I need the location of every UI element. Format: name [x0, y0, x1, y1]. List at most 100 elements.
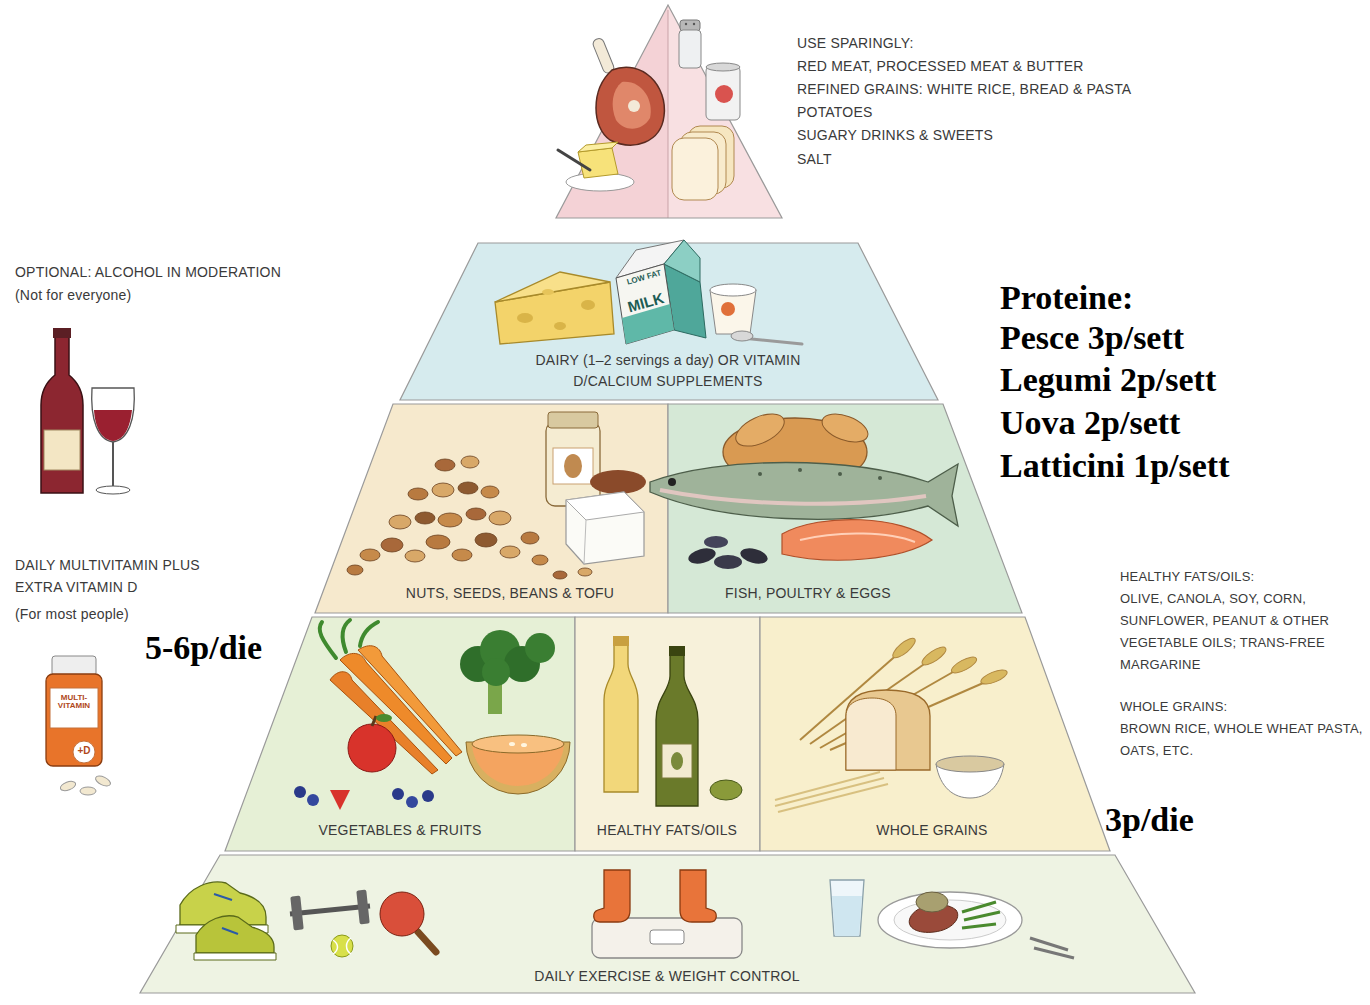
sneakers	[196, 916, 274, 953]
oil-bottles	[671, 752, 683, 770]
band-outline	[668, 404, 1022, 613]
feet-on-scale	[592, 918, 742, 958]
milk-carton	[616, 264, 674, 344]
bread-slices	[672, 126, 734, 200]
nut-pile	[435, 459, 455, 471]
apple	[348, 724, 396, 772]
band-outline	[140, 855, 1195, 993]
berries	[406, 796, 418, 808]
serving-annotation: Latticini 1p/sett	[1000, 446, 1229, 486]
label-holder: MULTI-VITAMIN	[51, 694, 97, 711]
side-note-heading: WHOLE GRAINS:	[1120, 696, 1227, 718]
nut-pile	[452, 549, 472, 561]
water-glass	[832, 896, 862, 936]
band-outline	[760, 617, 1110, 851]
tofu	[566, 492, 644, 564]
label-holder: HEALTHY FATS/OILS:	[1120, 566, 1254, 588]
cheese	[542, 289, 554, 295]
butter	[558, 150, 590, 170]
bread-loaf	[846, 690, 930, 770]
top-triangle	[556, 5, 782, 218]
top-triangle	[668, 10, 669, 218]
wine-bottle	[41, 328, 83, 493]
package-text: MULTI-VITAMIN	[51, 694, 97, 711]
nut-pile	[481, 486, 499, 498]
seed-powder	[590, 470, 646, 494]
ham	[592, 37, 616, 74]
wine-bottle	[53, 328, 71, 338]
salmon-steaks	[800, 533, 915, 542]
vitamin-bottle	[52, 656, 96, 676]
ham	[596, 67, 664, 145]
nut-pile	[532, 555, 548, 565]
label-holder: REFINED GRAINS: WHITE RICE, BREAD & PAST…	[797, 78, 1131, 100]
tennis-ball	[333, 938, 351, 954]
berries	[307, 794, 319, 806]
side-note: OLIVE, CANOLA, SOY, CORN, SUNFLOWER, PEA…	[1120, 588, 1364, 676]
wine-glass	[92, 388, 135, 442]
nut-pile	[475, 533, 497, 547]
vitamin-bottle	[80, 787, 96, 795]
soda-can	[706, 66, 740, 120]
group-label: DAIRY (1–2 servings a day) OR VITAMIN D/…	[503, 350, 833, 392]
seed-powder	[590, 470, 646, 494]
label-holder: Proteine:	[1000, 278, 1133, 318]
nut-pile	[500, 546, 520, 558]
vegetables-cell: VEGETABLES & FRUITS	[225, 617, 575, 851]
dinner-plate	[962, 924, 996, 928]
band-outline	[575, 617, 760, 851]
label-holder: OLIVE, CANOLA, SOY, CORN, SUNFLOWER, PEA…	[1120, 588, 1364, 676]
dinner-plate	[878, 892, 1022, 948]
usage-note-item: POTATOES	[797, 101, 873, 123]
label-holder: WHOLE GRAINS:	[1120, 696, 1227, 718]
serving-annotation: Proteine:	[1000, 278, 1133, 318]
label-holder: RED MEAT, PROCESSED MEAT & BUTTER	[797, 55, 1084, 77]
vitamin-bottle	[94, 774, 112, 788]
dairy-band: DAIRY (1–2 servings a day) OR VITAMIN D/…	[400, 243, 938, 400]
wine-glass	[94, 410, 132, 441]
sneakers	[222, 928, 238, 934]
serving-annotation: Uova 2p/sett	[1000, 403, 1180, 443]
label-holder: Latticini 1p/sett	[1000, 446, 1229, 486]
nut-pile	[489, 511, 511, 525]
grains-cell: WHOLE GRAINS	[760, 617, 1110, 851]
group-label: FISH, POULTRY & EGGS	[678, 583, 938, 604]
soda-can	[706, 63, 740, 71]
usage-note-heading: USE SPARINGLY:	[797, 32, 914, 54]
vitamin-bottle	[50, 688, 98, 728]
oil-bottles	[669, 646, 685, 656]
side-note: (For most people)	[15, 603, 129, 625]
fish	[878, 476, 882, 480]
butter	[578, 142, 618, 152]
group-label: HEALTHY FATS/OILS	[580, 820, 755, 841]
wine-bottle	[41, 335, 83, 493]
grain-bowl	[936, 756, 1004, 772]
label-holder: Legumi 2p/sett	[1000, 360, 1216, 400]
serving-annotation: 5-6p/die	[145, 628, 262, 668]
fish	[798, 468, 802, 472]
label-holder: USE SPARINGLY:	[797, 32, 914, 54]
side-note: DAILY MULTIVITAMIN PLUS EXTRA VITAMIN D	[15, 554, 215, 598]
oil-bottles	[662, 744, 692, 778]
usage-note-item: SUGARY DRINKS & SWEETS	[797, 124, 993, 146]
ham	[592, 37, 665, 145]
label-holder: BROWN RICE, WHOLE WHEAT PASTA, OATS, ETC…	[1120, 718, 1364, 762]
salt-shaker	[680, 20, 700, 31]
label-holder: 5-6p/die	[145, 628, 262, 668]
bread-loaf	[846, 690, 930, 770]
feet-on-scale	[650, 930, 684, 944]
water-glass	[830, 880, 864, 936]
broccoli	[525, 633, 555, 663]
band-outline	[668, 404, 1022, 613]
oil-bottles	[613, 636, 629, 646]
wine-glass	[92, 388, 135, 494]
label-holder: POTATOES	[797, 101, 873, 123]
dinner-plate	[916, 892, 948, 912]
salt-shaker	[679, 20, 701, 68]
band-outline	[400, 243, 938, 400]
nut-pile	[426, 535, 450, 549]
nut-pile	[458, 482, 478, 494]
label-holder: +D	[73, 746, 95, 757]
